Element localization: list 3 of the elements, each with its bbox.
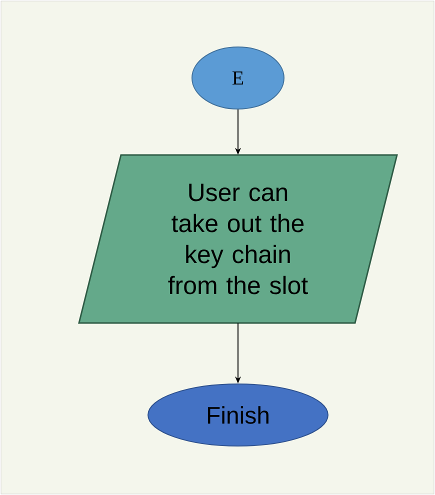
input-parallelogram: User can take out the key chain from the slot: [78, 154, 398, 324]
end-oval: Finish: [148, 384, 328, 446]
start-oval: E: [192, 46, 284, 110]
